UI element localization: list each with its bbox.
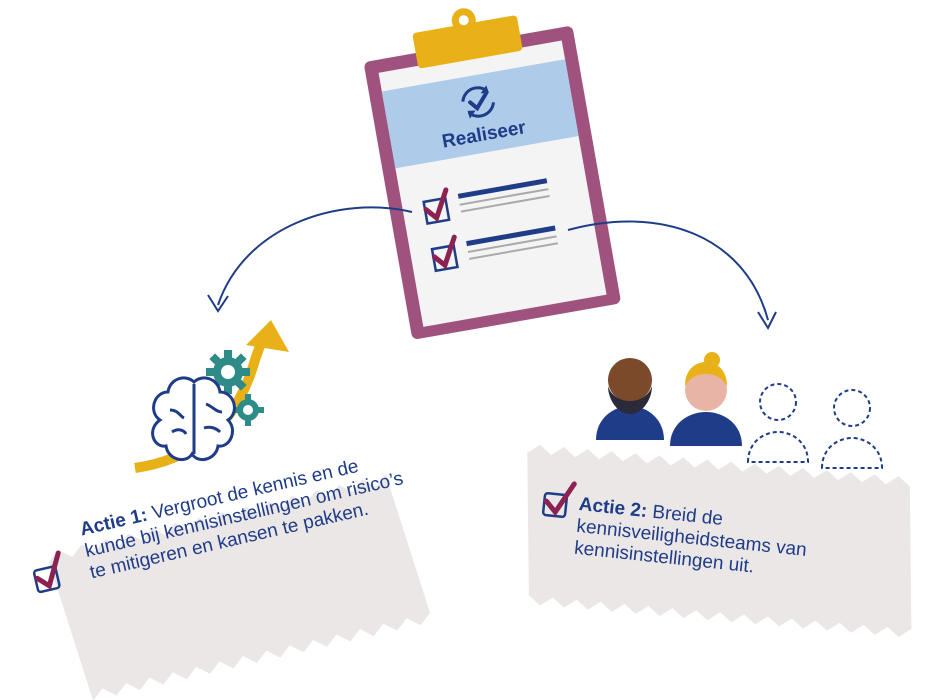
arrow-right (567, 220, 777, 331)
person-man-icon (596, 358, 664, 440)
note-2-paper (527, 444, 912, 637)
checkbox-check-icon (32, 550, 61, 594)
brain-icon (151, 376, 236, 462)
note-1-paper (48, 474, 431, 700)
person-woman-icon (670, 352, 742, 446)
checkbox-check-icon (541, 481, 577, 519)
person-placeholder-icon (820, 389, 884, 469)
checklist-row-1 (422, 178, 550, 226)
person-placeholder-icon (746, 383, 810, 463)
clipboard: Realiseer (364, 8, 621, 340)
arrow-left (207, 206, 413, 313)
gear-small-icon (232, 394, 264, 426)
refresh-check-icon (461, 85, 495, 119)
checklist-row-2 (430, 225, 559, 273)
